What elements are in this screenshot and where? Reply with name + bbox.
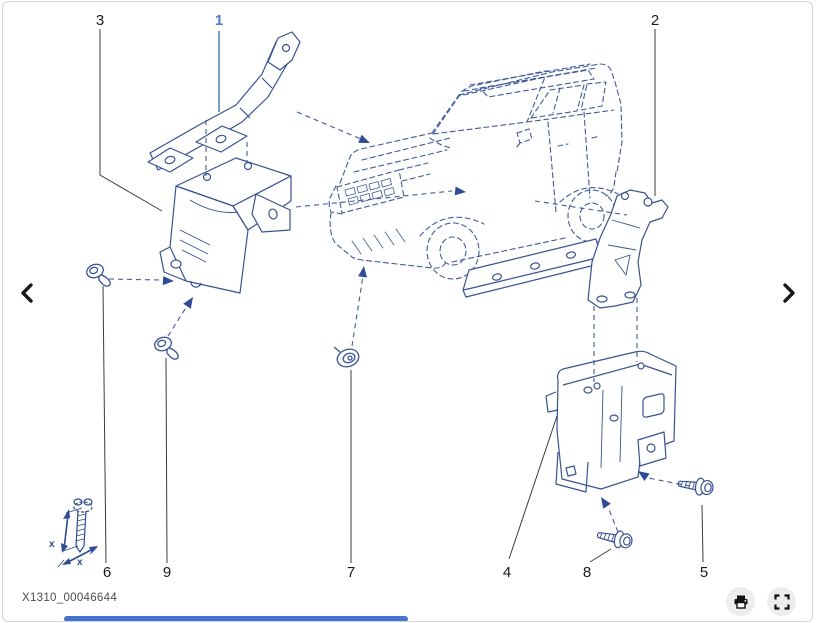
callout-1-selected[interactable]: 1 [214, 12, 224, 29]
callout-6[interactable]: 6 [102, 564, 112, 581]
chevron-right-icon [783, 283, 795, 303]
part-bracket-4[interactable] [545, 350, 677, 493]
figure-code: X1310_00046644 [22, 592, 118, 604]
chevron-left-icon [21, 283, 33, 303]
size-x-width-label: x [77, 557, 83, 568]
part-bracket-3[interactable] [159, 157, 292, 294]
screw-size-detail [57, 498, 98, 568]
part-bracket-2[interactable] [462, 189, 669, 309]
callout-8[interactable]: 8 [582, 564, 592, 581]
part-rivet-7[interactable] [333, 346, 361, 369]
callout-leader-lines [99, 29, 704, 564]
fullscreen-button[interactable] [767, 587, 796, 616]
assembly-arrowheads [162, 134, 650, 509]
horizontal-scrollbar-thumb[interactable] [64, 616, 408, 622]
part-bolt-8[interactable] [595, 525, 635, 551]
callout-3[interactable]: 3 [95, 12, 105, 29]
part-screw-9[interactable] [152, 334, 179, 360]
assembly-leader-lines [108, 111, 691, 533]
callout-7[interactable]: 7 [346, 564, 356, 581]
part-bracket-1[interactable] [147, 31, 301, 173]
callout-2[interactable]: 2 [650, 12, 660, 29]
fullscreen-icon [773, 593, 790, 610]
callout-5[interactable]: 5 [699, 564, 709, 581]
callout-9[interactable]: 9 [162, 564, 172, 581]
callout-4[interactable]: 4 [502, 564, 512, 581]
part-screw-6[interactable] [84, 261, 111, 287]
previous-figure-button[interactable] [14, 278, 40, 308]
printer-icon [734, 595, 747, 609]
print-button[interactable] [726, 587, 755, 616]
part-bolt-5[interactable] [676, 474, 715, 498]
size-x-height-label: x [49, 539, 55, 550]
next-figure-button[interactable] [776, 278, 802, 308]
